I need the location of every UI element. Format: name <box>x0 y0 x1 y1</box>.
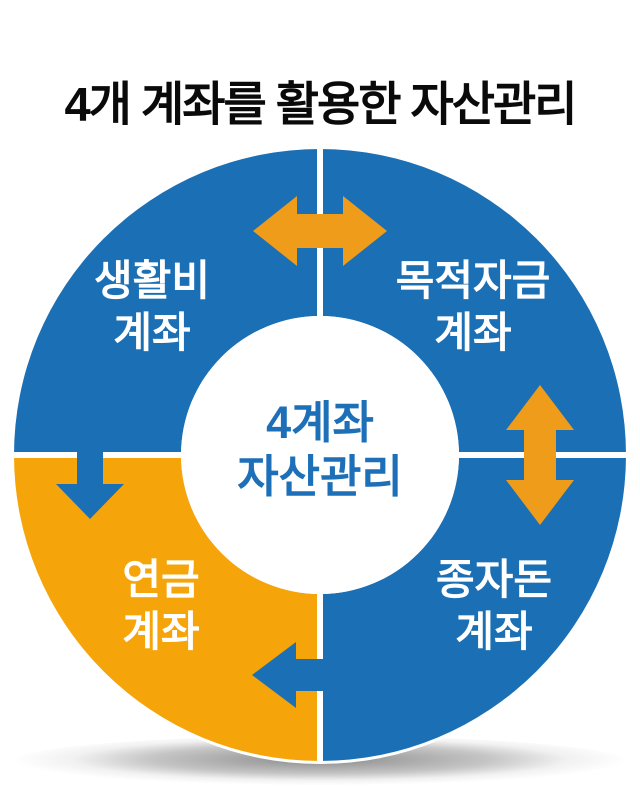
label-pension-account: 연금 계좌 <box>122 554 199 658</box>
label-line: 종자돈 <box>436 556 552 603</box>
label-line: 연금 <box>122 556 200 603</box>
label-line: 계좌 <box>122 608 200 655</box>
down-arrow-left-icon <box>56 398 124 519</box>
label-living-expenses-account: 생활비 계좌 <box>94 255 210 359</box>
label-center-4-account-management: 4계좌 자산관리 <box>237 396 403 504</box>
label-line: 계좌 <box>455 608 533 655</box>
label-purpose-fund-account: 목적자금 계좌 <box>396 255 551 359</box>
label-line: 자산관리 <box>237 451 403 502</box>
segment-pension <box>14 455 320 761</box>
label-line: 계좌 <box>434 309 512 356</box>
label-line: 4계좌 <box>266 397 374 448</box>
donut-hole <box>181 316 459 594</box>
label-line: 생활비 <box>94 257 210 304</box>
page-title: 4개 계좌를 활용한 자산관리 <box>64 77 578 131</box>
left-arrow-bottom-icon <box>252 642 400 708</box>
label-seed-money-account: 종자돈 계좌 <box>436 554 552 658</box>
swap-arrow-top-icon <box>253 196 387 266</box>
swap-arrow-right-icon <box>506 385 574 525</box>
label-line: 목적자금 <box>395 257 551 304</box>
segment-purpose-fund <box>320 149 626 455</box>
segment-living-expenses <box>14 149 320 455</box>
label-line: 계좌 <box>113 309 191 356</box>
